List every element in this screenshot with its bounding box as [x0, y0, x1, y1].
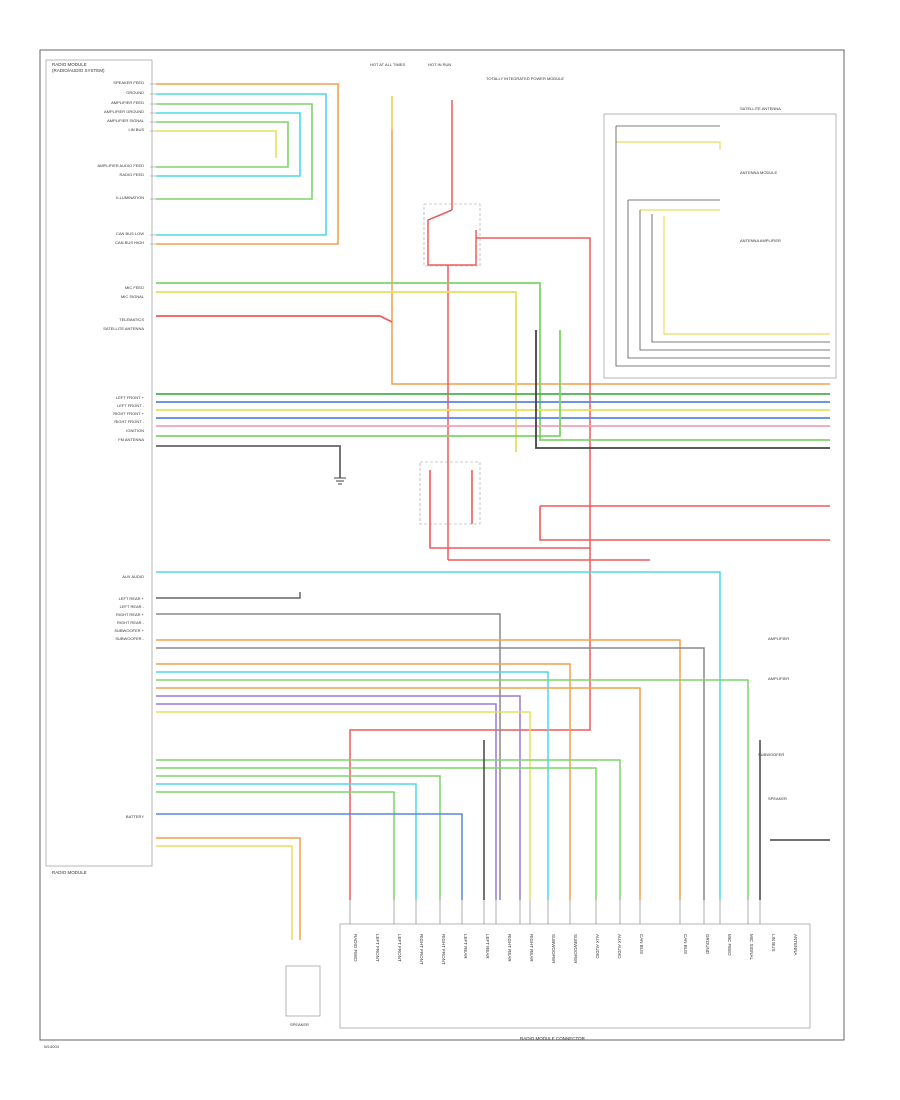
left-pin-label: SUBWOOFER - — [115, 636, 144, 641]
left-pin-label: LEFT FRONT - — [117, 403, 145, 408]
left-pin-label: CAN BUS HIGH — [115, 240, 144, 245]
left-pin-label: RADIO FEED — [120, 172, 145, 177]
left-pin-label: MIC SIGNAL — [121, 294, 145, 299]
fuse-left-label: HOT AT ALL TIMES — [370, 62, 405, 67]
left-pin-labels: SPEAKER FEED GROUND AMPLIFIER FEED AMPLI… — [98, 80, 145, 819]
left-pin-label: MIC FEED — [125, 285, 144, 290]
left-pin-label: FM ANTENNA — [118, 437, 144, 442]
connector-pin: MIC FEED — [727, 934, 732, 956]
connector-pin: LEFT FRONT — [397, 934, 402, 962]
right-note-2: AMPLIFIER — [768, 676, 789, 681]
connector-pin: LEFT REAR — [485, 934, 490, 959]
left-pin-label: SATELLITE ANTENNA — [103, 326, 144, 331]
left-pin-label: AMPLIFIER AUDIO FEED — [98, 163, 145, 168]
bottom-connector-label: RADIO MODULE CONNECTOR — [520, 1036, 586, 1041]
connector-pin: AUX AUDIO — [595, 934, 600, 959]
left-pin-label: GROUND — [126, 90, 144, 95]
left-pin-label: TELEMATICS — [119, 317, 144, 322]
module-title-line-1: RADIO MODULE — [52, 62, 87, 67]
connector-pin: RIGHT FRONT — [419, 934, 424, 965]
lower-relay — [419, 461, 830, 561]
upper-left-harness — [156, 83, 339, 245]
left-pin-label: AUX AUDIO — [122, 574, 144, 579]
connector-pin: RIGHT REAR — [529, 934, 534, 962]
connector-pin: LIN BUS — [771, 934, 776, 952]
bottom-speaker-box — [285, 965, 321, 1017]
top-power-feeds — [349, 96, 830, 900]
module-bottom-note: SPEAKER — [290, 1022, 309, 1027]
left-module-box — [45, 59, 153, 867]
right-note-3: SUBWOOFER — [758, 752, 784, 757]
left-pin-label: RIGHT REAR - — [117, 620, 145, 625]
relay-note: TOTALLY INTEGRATED POWER MODULE — [486, 76, 564, 81]
connector-pin: RIGHT REAR — [507, 934, 512, 962]
ground-symbol-icon — [334, 477, 346, 485]
connector-pin: GROUND — [705, 934, 710, 955]
left-pin-label: RIGHT FRONT + — [113, 411, 144, 416]
connector-pin: CAN BUS — [639, 934, 644, 954]
left-pin-label: BATTERY — [126, 814, 144, 819]
connector-pin: RIGHT FRONT — [441, 934, 446, 965]
left-pin-label: CAN BUS LOW — [116, 231, 144, 236]
module-pin-ticks — [150, 83, 156, 245]
connector-pin: SUBWOOFER — [551, 934, 556, 964]
connector-pin: RADIO FEED — [353, 934, 358, 962]
connector-pin: SUBWOOFER — [573, 934, 578, 964]
connector-pin: ANTENNA — [793, 934, 798, 956]
middle-bus-bundle — [156, 282, 830, 478]
corner-code: W14003 — [44, 1044, 60, 1049]
antenna-label-1: SATELLITE ANTENNA — [740, 106, 781, 111]
connector-pin: AUX AUDIO — [617, 934, 622, 959]
connector-pin: LEFT REAR — [463, 934, 468, 959]
antenna-module — [603, 113, 837, 379]
antenna-label-2: ANTENNA MODULE — [740, 170, 777, 175]
left-pin-label: AMPLIFIER GROUND — [104, 109, 144, 114]
left-pin-label: SPEAKER FEED — [113, 80, 144, 85]
left-pin-label: ILLUMINATION — [116, 195, 144, 200]
left-pin-label: IGNITION — [126, 428, 144, 433]
module-title-line-2: (RADIO/AUDIO SYSTEM) — [52, 68, 105, 73]
left-pin-label: RIGHT FRONT - — [114, 419, 144, 424]
left-pin-label: SUBWOOFER + — [114, 628, 144, 633]
connector-pin: LEFT FRONT — [375, 934, 380, 962]
bottom-connector-box — [339, 923, 811, 1029]
left-pin-label: LEFT REAR + — [119, 596, 145, 601]
left-pin-label: RIGHT REAR + — [116, 612, 145, 617]
right-note-4: SPEAKER — [768, 796, 787, 801]
lower-harness — [156, 571, 830, 940]
bottom-connector-pins: RADIO FEED LEFT FRONT LEFT FRONT RIGHT F… — [353, 934, 798, 965]
diagram-frame — [39, 49, 845, 1041]
connector-pin: MIC SIGNAL — [749, 934, 754, 961]
left-pin-label: LIN BUS — [128, 127, 144, 132]
left-pin-label: AMPLIFIER FEED — [111, 100, 144, 105]
connector-stubs — [349, 900, 761, 924]
left-pin-label: AMPLIFIER SIGNAL — [107, 118, 145, 123]
right-note-1: AMPLIFIER — [768, 636, 789, 641]
fuse-right-label: HOT IN RUN — [428, 62, 451, 67]
module-footer-label: RADIO MODULE — [52, 870, 87, 875]
left-pin-label: LEFT REAR - — [120, 604, 145, 609]
left-pin-label: LEFT FRONT + — [116, 395, 145, 400]
antenna-label-3: ANTENNA AMPLIFIER — [740, 238, 781, 243]
connector-pin: CAN BUS — [683, 934, 688, 954]
relay-box — [423, 203, 481, 267]
